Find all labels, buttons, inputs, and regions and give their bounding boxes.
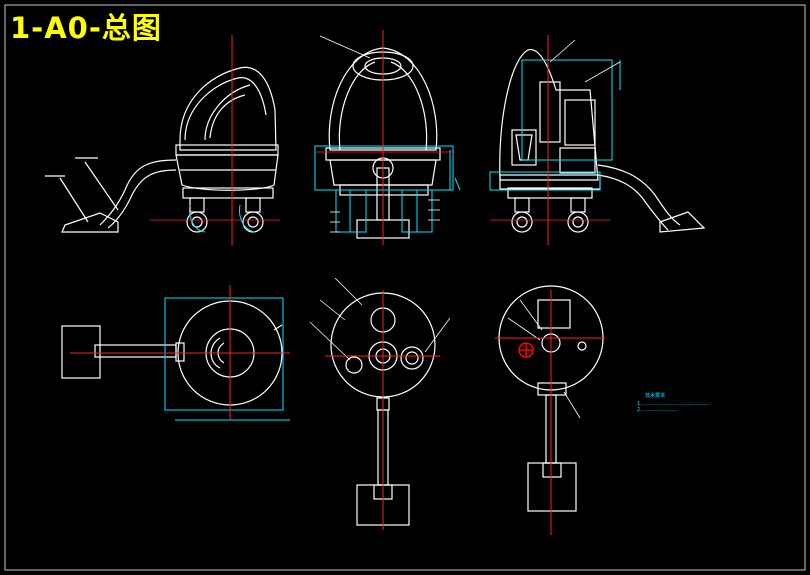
front-view-leaders: [319, 35, 440, 233]
section-view-dims: [489, 59, 621, 191]
notes-line-2: 2. ......................: [637, 407, 679, 413]
section-view-leaders: [549, 39, 621, 83]
bottom-view-right-accent: [518, 342, 534, 358]
section-view-right: [499, 49, 706, 233]
top-view-left-dims: [164, 297, 290, 421]
bottom-view-middle-leaders: [309, 277, 451, 361]
drawing-title: 1-A0-总图: [10, 11, 162, 45]
notes-heading: 技术要求: [645, 392, 665, 399]
bottom-view-right-leaders: [507, 299, 581, 419]
notes-line-1: 1. .....................................…: [637, 401, 711, 407]
technical-notes: 技术要求 1. ................................…: [637, 392, 711, 413]
side-view-left: [45, 66, 279, 233]
sheet-border: [4, 4, 806, 571]
side-view-left-dims: [189, 204, 256, 233]
front-view-dims: [314, 145, 461, 233]
